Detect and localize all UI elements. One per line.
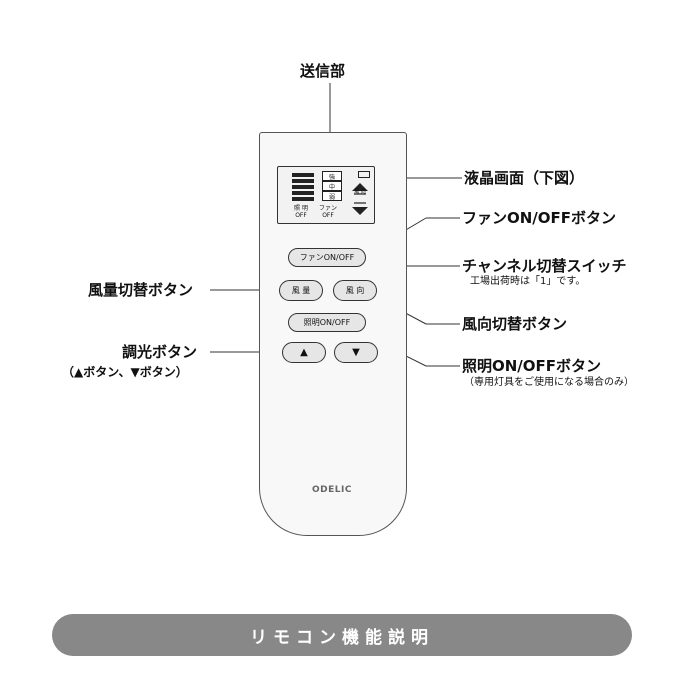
- lcd-bar: [292, 179, 314, 183]
- label-fan-onoff: ファンON/OFFボタン: [462, 209, 617, 227]
- dimmer-up-button[interactable]: ▲: [282, 342, 326, 363]
- section-banner: リモコン機能説明: [52, 614, 632, 656]
- direction-button[interactable]: 風 向: [333, 280, 377, 301]
- note-channel: 工場出荷時は「1」です。: [470, 276, 586, 287]
- lcd-strong: 強: [322, 171, 342, 181]
- lcd-bar: [292, 185, 314, 189]
- fan-speed-button[interactable]: 風 量: [279, 280, 323, 301]
- light-onoff-button[interactable]: 照明ON/OFF: [288, 313, 366, 332]
- battery-icon: [358, 171, 370, 178]
- lcd-weak: 弱: [322, 191, 342, 201]
- note-dimmer: （▲ボタン、▼ボタン）: [62, 365, 188, 379]
- lcd-bar: [292, 191, 314, 195]
- label-fan-speed: 風量切替ボタン: [88, 281, 194, 299]
- lcd-bar: [292, 197, 314, 201]
- label-direction: 風向切替ボタン: [462, 315, 568, 333]
- note-light: （専用灯具をご使用になる場合のみ）: [464, 377, 634, 388]
- label-light-onoff: 照明ON/OFFボタン: [462, 357, 602, 375]
- direction-arrows-icon: [352, 183, 368, 215]
- dimmer-down-button[interactable]: ▼: [334, 342, 378, 363]
- lcd-bar: [292, 173, 314, 177]
- lcd-direction: 風 向: [354, 189, 366, 195]
- lcd-medium: 中: [322, 181, 342, 191]
- label-channel: チャンネル切替スイッチ: [462, 257, 627, 275]
- brand-logo: ODELIC: [312, 485, 352, 495]
- label-lcd: 液晶画面（下図）: [464, 169, 585, 187]
- label-transmitter: 送信部: [300, 62, 346, 80]
- label-dimmer: 調光ボタン: [122, 343, 198, 361]
- fan-onoff-button[interactable]: ファンON/OFF: [288, 248, 366, 267]
